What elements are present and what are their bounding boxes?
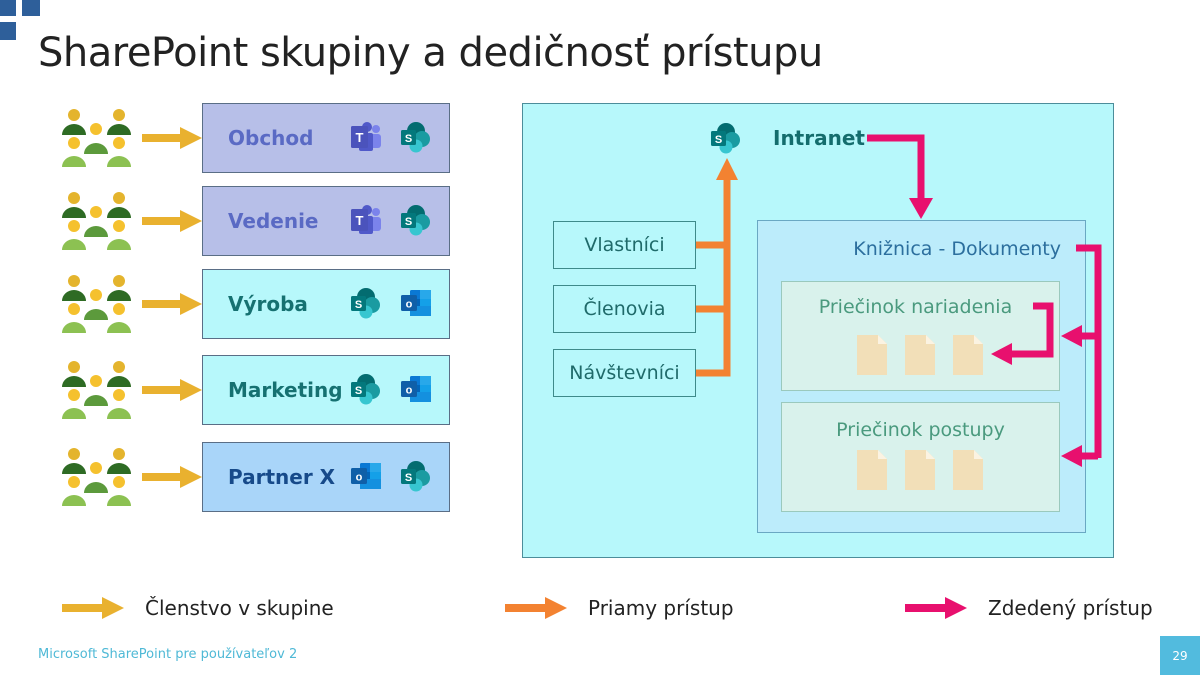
svg-text:S: S — [355, 299, 362, 311]
group-members-icon — [60, 107, 138, 167]
group-partner-x[interactable]: Partner X o S — [202, 442, 450, 512]
svg-text:o: o — [406, 299, 413, 311]
svg-text:S: S — [405, 216, 412, 228]
people-group-icon — [62, 448, 131, 506]
sharepoint-icon: S — [401, 205, 430, 236]
role-members[interactable]: Členovia — [553, 285, 696, 333]
outlook-icon: o — [399, 373, 433, 409]
legend-label: Priamy prístup — [588, 596, 734, 620]
sharepoint-icon: S — [351, 374, 380, 405]
group-vedenie[interactable]: Vedenie T S — [202, 186, 450, 256]
teams-icon: T — [349, 204, 383, 240]
teams-icon: T — [351, 205, 381, 234]
folder-name: Priečinok nariadenia — [818, 296, 1013, 318]
arrow-right-icon — [142, 293, 202, 315]
outlook-icon: o — [399, 287, 433, 323]
membership-arrow — [142, 210, 202, 232]
sharepoint-icon: S — [399, 460, 433, 496]
people-group-icon — [62, 109, 131, 167]
group-members-icon — [60, 359, 138, 419]
sharepoint-icon: S — [349, 373, 383, 409]
teams-icon: T — [351, 122, 381, 151]
arrow-right-icon — [505, 597, 567, 619]
group-obchod[interactable]: Obchod T S — [202, 103, 450, 173]
group-name: Partner X — [228, 465, 336, 489]
legend-arrow-inherited — [905, 597, 967, 623]
group-members-icon — [60, 446, 138, 506]
sharepoint-icon: S — [351, 288, 380, 319]
document-icon[interactable] — [857, 450, 887, 490]
svg-text:T: T — [356, 130, 364, 145]
arrow-right-icon — [142, 379, 202, 401]
svg-text:o: o — [406, 385, 413, 397]
logo-square — [22, 0, 40, 16]
sharepoint-icon: S — [401, 461, 430, 492]
people-group-icon — [62, 361, 131, 419]
document-icon[interactable] — [905, 450, 935, 490]
arrow-right-icon — [142, 210, 202, 232]
page-number: 29 — [1160, 636, 1200, 675]
slide-title: SharePoint skupiny a dedičnosť prístupu — [38, 30, 823, 76]
legend-arrow-membership — [62, 597, 124, 623]
sharepoint-icon: S — [401, 122, 430, 153]
group-members-icon — [60, 190, 138, 250]
legend-label: Zdedený prístup — [988, 596, 1153, 620]
document-icon[interactable] — [953, 450, 983, 490]
direct-access-arrow — [696, 158, 738, 377]
svg-text:T: T — [356, 213, 364, 228]
role-visitors[interactable]: Návštevníci — [553, 349, 696, 397]
membership-arrow — [142, 127, 202, 149]
svg-text:S: S — [355, 385, 362, 397]
outlook-icon: o — [401, 376, 431, 402]
svg-text:S: S — [405, 133, 412, 145]
group-name: Marketing — [228, 378, 343, 402]
membership-arrow — [142, 293, 202, 315]
arrow-right-icon — [905, 597, 967, 619]
group-name: Vedenie — [228, 209, 319, 233]
membership-arrow — [142, 379, 202, 401]
arrow-right-icon — [142, 466, 202, 488]
role-owners[interactable]: Vlastníci — [553, 221, 696, 269]
outlook-icon: o — [349, 460, 383, 496]
logo-square — [0, 0, 16, 16]
document-icon[interactable] — [953, 335, 983, 375]
folder-name: Priečinok postupy — [836, 419, 1005, 441]
group-name: Výroba — [228, 292, 308, 316]
document-icon[interactable] — [857, 335, 887, 375]
document-icon[interactable] — [905, 335, 935, 375]
intranet-sharepoint-icon: S — [709, 122, 743, 158]
svg-text:S: S — [715, 134, 722, 146]
legend-arrow-direct — [505, 597, 567, 623]
logo-square — [0, 22, 16, 40]
membership-arrow — [142, 466, 202, 488]
svg-text:S: S — [405, 472, 412, 484]
outlook-icon: o — [401, 290, 431, 316]
arrow-right-icon — [142, 127, 202, 149]
sharepoint-icon: S — [399, 121, 433, 157]
sharepoint-icon: S — [399, 204, 433, 240]
group-name: Obchod — [228, 126, 314, 150]
inherited-arrow-folder-to-docs — [991, 302, 1054, 365]
library-name: Knižnica - Dokumenty — [853, 238, 1061, 260]
outlook-icon: o — [351, 463, 381, 489]
inherited-arrow-site-to-library — [867, 134, 933, 219]
svg-text:o: o — [356, 472, 363, 484]
site-name: Intranet — [773, 126, 865, 150]
sharepoint-icon: S — [711, 123, 740, 154]
people-group-icon — [62, 275, 131, 333]
sharepoint-icon: S — [349, 287, 383, 323]
people-group-icon — [62, 192, 131, 250]
footer-text: Microsoft SharePoint pre používateľov 2 — [38, 647, 298, 662]
arrow-right-icon — [62, 597, 124, 619]
inherited-arrow-library-to-folders — [1061, 244, 1102, 467]
group-members-icon — [60, 273, 138, 333]
legend-label: Členstvo v skupine — [145, 596, 334, 620]
teams-icon: T — [349, 121, 383, 157]
